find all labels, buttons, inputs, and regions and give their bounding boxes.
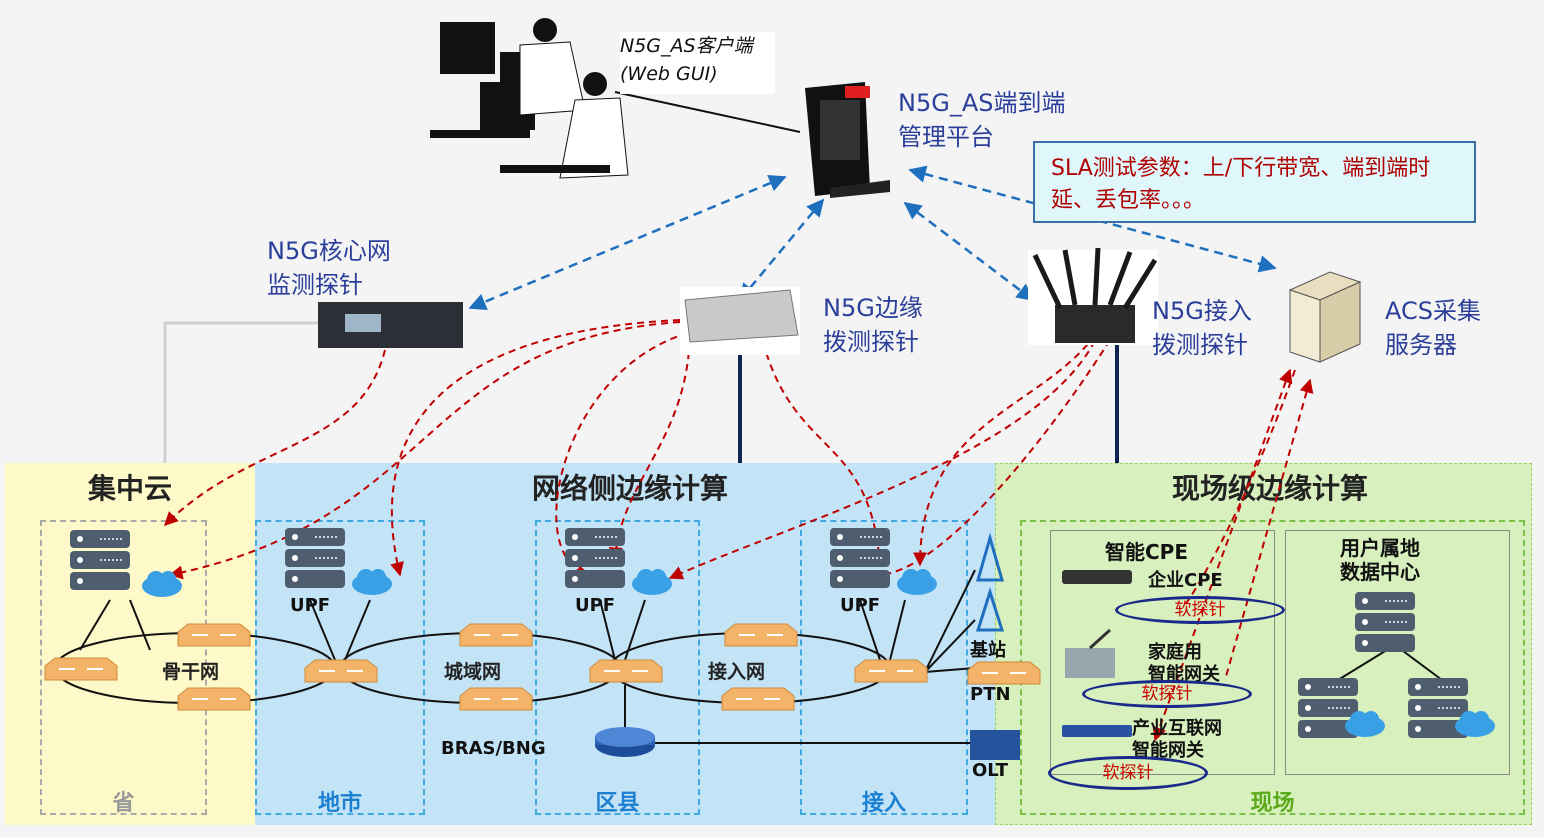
core-probe-label-line1: N5G核心网: [267, 237, 391, 265]
city-label: 地市: [317, 791, 362, 816]
platform-label-line2: 管理平台: [898, 123, 994, 151]
enterprise-cpe-label: 企业CPE: [1148, 570, 1223, 591]
access-net-label: 接入网: [708, 661, 766, 683]
soft-probe-3-label: 软探针: [1102, 763, 1154, 783]
access-probe-label-line1: N5G接入: [1152, 297, 1252, 325]
bras-label: BRAS/BNG: [441, 738, 546, 759]
home-gateway-icon: [1065, 628, 1115, 678]
enterprise-cpe-icon: [1062, 570, 1132, 584]
metro-label: 城域网: [444, 661, 502, 683]
edge-probe-icon: [680, 287, 800, 355]
province-label: 省: [112, 791, 135, 816]
upf-label-county: UPF: [575, 595, 616, 616]
client-label-line2: (Web GUI): [620, 63, 718, 85]
smart-cpe-label: 智能CPE: [1105, 540, 1188, 564]
soft-probe-1: 软探针: [1115, 596, 1285, 624]
industry-gateway-label: 产业互联网 智能网关: [1132, 718, 1222, 762]
sla-note-box: SLA测试参数：上/下行带宽、端到端时延、丢包率。。。: [1033, 141, 1476, 223]
access-box: [800, 520, 968, 815]
province-box: [40, 520, 207, 815]
net-edge-zone-title: 网络侧边缘计算: [531, 472, 728, 505]
user-dc-server-top-icon: [1354, 591, 1416, 653]
city-box: [255, 520, 425, 815]
platform-label: N5G_AS端到端 管理平台: [898, 86, 1065, 154]
province-server-icon: [69, 529, 182, 597]
base-station-label: 基站: [970, 640, 1006, 661]
backbone-label: 骨干网: [162, 661, 220, 683]
ptn-label: PTN: [970, 684, 1011, 705]
bras-router-icon: [595, 727, 655, 757]
county-box: [535, 520, 700, 815]
core-probe-label: N5G核心网 监测探针: [267, 234, 391, 302]
acs-label-line1: ACS采集: [1385, 297, 1481, 325]
user-dc-line2: 数据中心: [1340, 560, 1420, 584]
edge-probe-label: N5G边缘 拨测探针: [823, 291, 923, 359]
industry-gateway-icon: [1062, 725, 1132, 737]
sla-note: SLA测试参数：上/下行带宽、端到端时延、丢包率。。。: [1051, 156, 1431, 213]
acs-label-line2: 服务器: [1385, 331, 1457, 359]
client-link: [614, 91, 801, 133]
county-label: 区县: [595, 791, 640, 816]
access-upf-server-icon: [829, 527, 937, 595]
access-probe-icon: [1028, 247, 1158, 345]
access-probe-label-line2: 拨测探针: [1152, 331, 1248, 359]
client-operators-icon: [430, 18, 629, 179]
city-upf-server-icon: [284, 527, 392, 595]
soft-probe-1-label: 软探针: [1174, 600, 1226, 620]
soft-probe-2-label: 软探针: [1141, 684, 1193, 704]
edge-probe-label-line2: 拨测探针: [823, 328, 919, 356]
industry-gw-line1: 产业互联网: [1132, 718, 1222, 739]
site-label: 现场: [1250, 791, 1295, 816]
soft-probe-2: 软探针: [1082, 680, 1252, 708]
core-probe-label-line2: 监测探针: [267, 271, 363, 299]
home-gw-line1: 家庭用: [1148, 642, 1202, 663]
user-dc-label: 用户属地 数据中心: [1340, 536, 1420, 584]
olt-icon: [970, 730, 1020, 760]
county-upf-server-icon: [564, 527, 672, 595]
olt-label: OLT: [972, 760, 1009, 781]
acs-server-label: ACS采集 服务器: [1385, 294, 1481, 362]
platform-server-icon: [805, 82, 890, 198]
soft-probe-3: 软探针: [1048, 756, 1208, 790]
access-label: 接入: [861, 791, 906, 816]
client-label-line1: N5G_AS客户端: [620, 35, 753, 57]
upf-label-access: UPF: [840, 595, 881, 616]
base-station-icon: [975, 532, 1005, 632]
cloud-zone-title: 集中云: [87, 472, 172, 505]
edge-probe-label-line1: N5G边缘: [823, 294, 923, 322]
acs-server-icon: [1288, 271, 1362, 363]
client-label: N5G_AS客户端 (Web GUI): [620, 32, 775, 94]
core-probe-icon: [318, 302, 463, 348]
user-dc-line1: 用户属地: [1340, 536, 1420, 560]
platform-label-line1: N5G_AS端到端: [898, 89, 1066, 117]
user-dc-server-right-icon: [1407, 677, 1495, 739]
user-dc-server-left-icon: [1297, 677, 1385, 739]
upf-label-city: UPF: [290, 595, 331, 616]
access-probe-label: N5G接入 拨测探针: [1152, 294, 1252, 362]
